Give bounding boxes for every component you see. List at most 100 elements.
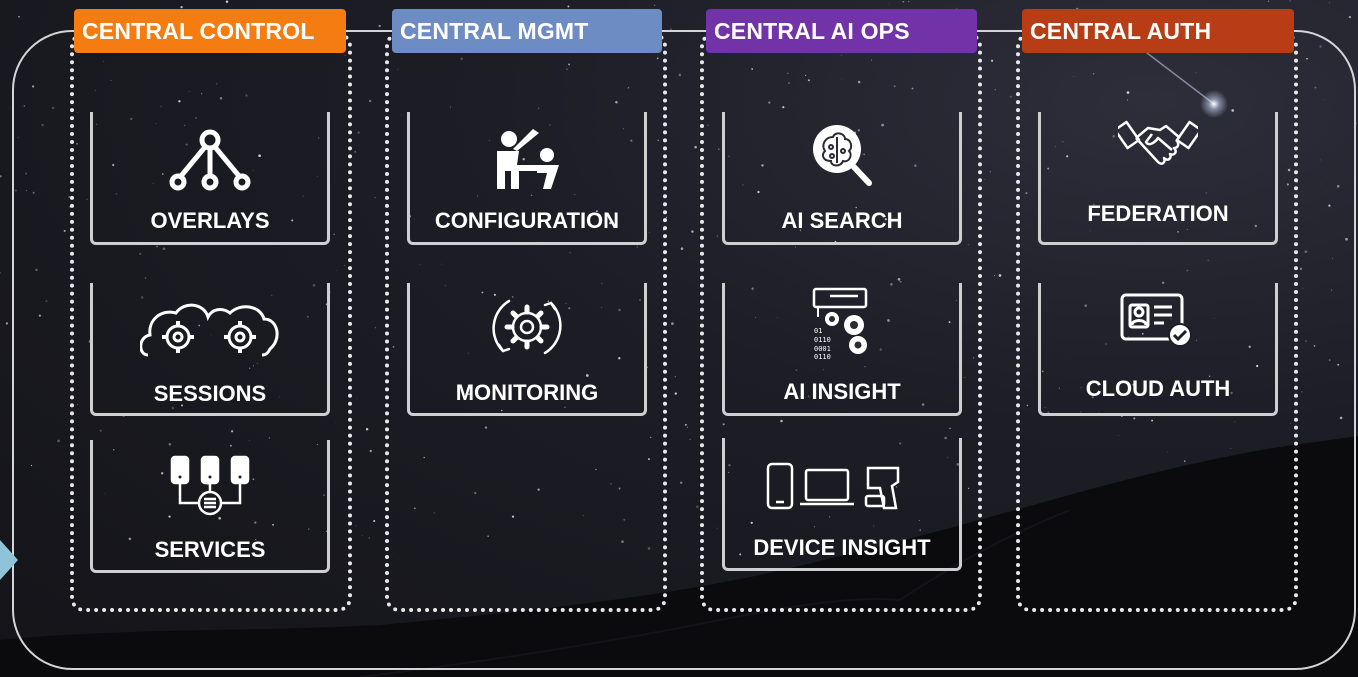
central-control-header: CENTRAL CONTROL [74, 9, 346, 53]
star [841, 55, 842, 57]
star [336, 270, 338, 271]
monitoring-card[interactable]: MONITORING [407, 283, 647, 416]
star [474, 491, 477, 495]
binary-gears-icon: 01 0110 0001 0110 [812, 287, 868, 359]
star [77, 404, 79, 405]
device-insight-card[interactable]: DEVICE INSIGHT [722, 438, 962, 571]
central-mgmt-header: CENTRAL MGMT [392, 9, 662, 53]
ai-search-card[interactable]: AI SEARCH [722, 112, 962, 245]
star [254, 521, 257, 524]
star [1026, 404, 1029, 407]
hill-silhouette [0, 436, 1358, 677]
star [537, 107, 540, 110]
star [921, 403, 925, 406]
star [621, 540, 624, 543]
star [807, 79, 810, 82]
star [1248, 345, 1251, 348]
star [198, 324, 201, 327]
star [291, 219, 294, 222]
star [694, 145, 697, 149]
star [879, 348, 883, 351]
star [984, 178, 985, 180]
star [1299, 267, 1303, 270]
star [76, 142, 78, 145]
star [252, 478, 255, 481]
star [487, 535, 489, 537]
star [717, 148, 720, 151]
star [751, 287, 754, 290]
star [1047, 411, 1050, 414]
star [1208, 375, 1211, 377]
star [828, 214, 829, 216]
star [441, 263, 443, 265]
services-card[interactable]: SERVICES [90, 440, 330, 573]
star [113, 449, 115, 451]
federation-card[interactable]: FEDERATION [1038, 112, 1278, 245]
star [582, 515, 584, 517]
star [795, 246, 796, 248]
star [601, 283, 603, 284]
star [1062, 141, 1064, 143]
services-flow-icon [170, 455, 250, 516]
star [601, 307, 603, 309]
star [248, 440, 250, 442]
star [973, 357, 975, 359]
cloud-auth-card[interactable]: CLOUD AUTH [1038, 283, 1278, 416]
federation-label: FEDERATION [1087, 201, 1229, 226]
star [230, 551, 233, 553]
star [481, 291, 484, 294]
star [460, 57, 463, 60]
star [230, 430, 234, 433]
star [884, 218, 887, 221]
star [128, 537, 132, 541]
star [768, 101, 771, 104]
star [225, 0, 229, 3]
handshake-icon [1118, 120, 1198, 165]
star [530, 194, 533, 196]
star [38, 314, 41, 317]
star [817, 223, 820, 227]
star [181, 404, 183, 407]
star [1132, 383, 1135, 386]
star [493, 293, 496, 296]
star [279, 396, 281, 398]
star [568, 63, 571, 66]
star [1339, 416, 1343, 420]
star [864, 366, 866, 368]
star [691, 230, 694, 233]
star [623, 518, 626, 521]
star [989, 171, 992, 173]
star [180, 5, 183, 9]
star [1041, 370, 1044, 373]
star [271, 294, 273, 297]
star [1105, 343, 1107, 345]
star [77, 111, 79, 113]
star [1161, 281, 1165, 284]
star [96, 123, 98, 125]
star [104, 493, 106, 494]
overlays-card[interactable]: OVERLAYS [90, 112, 330, 245]
services-label: SERVICES [154, 537, 266, 562]
star [639, 298, 642, 301]
star [650, 436, 652, 439]
star [488, 139, 490, 141]
star [567, 5, 570, 8]
configuration-card[interactable]: CONFIGURATION [407, 112, 647, 245]
star [859, 220, 862, 224]
star [967, 244, 969, 246]
star [1230, 448, 1232, 449]
star [671, 322, 674, 325]
star [911, 87, 914, 90]
star [695, 505, 699, 509]
star [1320, 159, 1321, 161]
star [0, 175, 2, 178]
ai-insight-card[interactable]: 01 0110 0001 0110 AI INSIGHT [722, 283, 962, 416]
star [1195, 339, 1197, 341]
star [568, 307, 571, 310]
star [57, 439, 60, 443]
star [609, 221, 612, 225]
sessions-card[interactable]: SESSIONS [90, 283, 330, 416]
svg-text:0001: 0001 [814, 345, 831, 353]
star [1287, 168, 1291, 172]
star [887, 319, 890, 322]
